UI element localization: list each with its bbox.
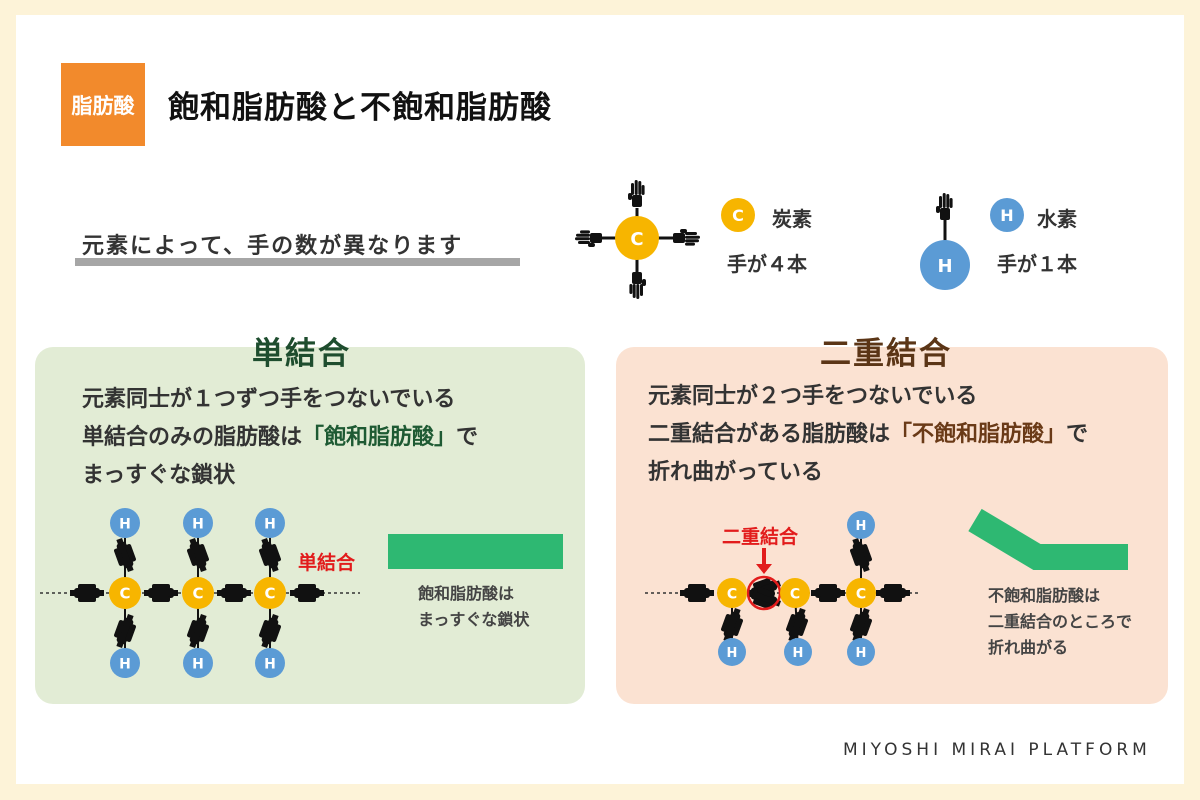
hydrogen-handshake — [850, 537, 872, 573]
carbon-atom — [254, 577, 286, 609]
hydrogen-hands: 手が１本 — [997, 252, 1077, 276]
single-line3: まっすぐな鎖状 — [82, 463, 236, 488]
single-bond-handshake — [217, 584, 251, 602]
double-bond-label: 二重結合 — [722, 526, 799, 548]
carbon-atom-label: C — [790, 586, 800, 602]
single-bond-label: 単結合 — [298, 552, 356, 574]
hydrogen-atom — [255, 648, 285, 678]
hydrogen-atom — [110, 648, 140, 678]
carbon-hands-diagram: C — [575, 180, 700, 299]
hydrogen-handshake — [114, 613, 136, 649]
carbon-atom — [846, 578, 876, 608]
carbon-atom-label: C — [192, 585, 203, 603]
double-line3: 折れ曲がっている — [648, 460, 823, 485]
hydrogen-atom-label: H — [119, 656, 131, 672]
hydrogen-atom — [255, 508, 285, 538]
hydrogen-atom-label: H — [192, 516, 204, 532]
single-line2: 単結合のみの脂肪酸は「飽和脂肪酸」で — [82, 425, 479, 450]
element-legend: C C H — [575, 180, 970, 299]
hydrogen-handshake — [114, 537, 136, 573]
saturated-highlight: 「飽和脂肪酸」 — [302, 425, 457, 450]
hydrogen-atom — [110, 508, 140, 538]
saturated-molecule-diagram: H H H H H H C C C — [40, 508, 360, 678]
carbon-atom — [182, 577, 214, 609]
hydrogen-atom-label: H — [856, 519, 867, 534]
double-bond-handshake — [746, 587, 782, 609]
saturated-caption: 飽和脂肪酸は まっすぐな鎖状 — [418, 584, 530, 629]
hydrogen-atom — [183, 508, 213, 538]
double-bond-arrowhead — [756, 564, 772, 574]
double-bond-panel — [616, 347, 1168, 704]
hydrogen-handshake — [187, 537, 209, 573]
carbon-badge — [721, 198, 755, 232]
single-bond-handshake — [876, 584, 910, 602]
carbon-atom — [717, 578, 747, 608]
bent-chain-icon — [968, 508, 1128, 570]
page-title: 飽和脂肪酸と不飽和脂肪酸 — [168, 90, 552, 126]
carbon-symbol: C — [630, 229, 643, 250]
intro-text: 元素によって、手の数が異なります — [82, 234, 464, 259]
carbon-atom — [109, 577, 141, 609]
double-bond-title: 二重結合 — [820, 336, 952, 372]
double-bond-description: 元素同士が２つ手をつないでいる 二重結合がある脂肪酸は「不飽和脂肪酸」で 折れ曲… — [648, 378, 1088, 492]
hydrogen-handshake — [187, 613, 209, 649]
hydrogen-atom-label: H — [856, 646, 867, 661]
carbon-atom-label: C — [856, 586, 866, 602]
carbon-atom-label: C — [264, 585, 275, 603]
intro-underline — [75, 258, 520, 266]
hydrogen-atom-label: H — [119, 516, 131, 532]
carbon-name: 炭素 — [772, 207, 812, 231]
hydrogen-atom-label: H — [192, 656, 204, 672]
single-bond-description: 元素同士が１つずつ手をつないでいる 単結合のみの脂肪酸は「飽和脂肪酸」で まっす… — [82, 381, 478, 495]
hydrogen-handshake — [259, 613, 281, 649]
single-bond-handshake — [290, 584, 324, 602]
hydrogen-hand-diagram: H — [920, 193, 970, 290]
carbon-atom-label: C — [727, 586, 737, 602]
hydrogen-atom — [847, 511, 875, 539]
hydrogen-atom — [847, 638, 875, 666]
single-bond-handshake — [811, 584, 845, 602]
single-bond-handshake — [70, 584, 104, 602]
hydrogen-handshake — [259, 537, 281, 573]
hydrogen-symbol: H — [937, 256, 952, 277]
category-tag: 脂肪酸 — [61, 63, 145, 146]
single-bond-title: 単結合 — [252, 336, 351, 372]
carbon-atom — [780, 578, 810, 608]
single-bond-handshake — [144, 584, 178, 602]
footer-brand: MIYOSHI MIRAI PLATFORM — [843, 740, 1151, 760]
hydrogen-badge-symbol: H — [1000, 206, 1013, 225]
hydrogen-atom — [718, 638, 746, 666]
hydrogen-badge: H — [990, 198, 1024, 232]
unsaturated-highlight: 「不飽和脂肪酸」 — [890, 422, 1067, 447]
single-bond-handshake — [680, 584, 714, 602]
carbon-atom-label: C — [119, 585, 130, 603]
hydrogen-atom-label: H — [264, 516, 276, 532]
carbon-hands: 手が４本 — [727, 252, 807, 276]
hydrogen-atom — [784, 638, 812, 666]
hydrogen-name: 水素 — [1037, 207, 1077, 231]
unsaturated-molecule-diagram: H H H H C C C — [645, 511, 920, 666]
hydrogen-handshake — [786, 607, 808, 643]
unsaturated-caption: 不飽和脂肪酸は 二重結合のところで 折れ曲がる — [988, 586, 1133, 657]
double-line1: 元素同士が２つ手をつないでいる — [648, 384, 978, 409]
hydrogen-atom — [183, 648, 213, 678]
single-line1: 元素同士が１つずつ手をつないでいる — [82, 387, 456, 412]
hydrogen-atom-label: H — [727, 646, 738, 661]
hydrogen-atom-label: H — [264, 656, 276, 672]
double-line2: 二重結合がある脂肪酸は「不飽和脂肪酸」で — [648, 422, 1089, 447]
hydrogen-atom-label: H — [793, 646, 804, 661]
carbon-badge-symbol: C — [732, 206, 744, 225]
straight-chain-icon — [388, 534, 563, 569]
